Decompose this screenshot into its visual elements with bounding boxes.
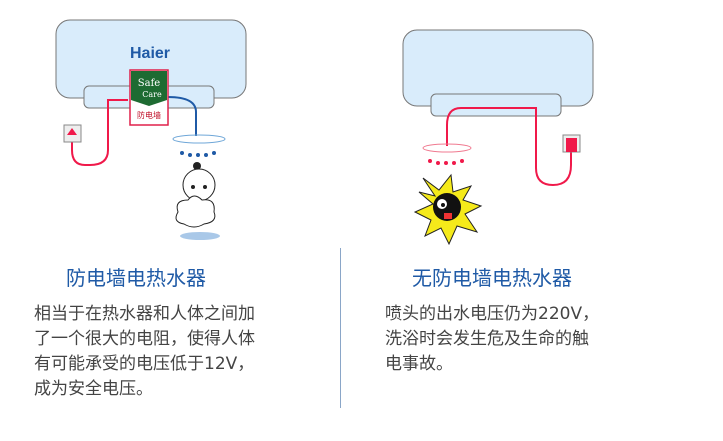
safe-water-pipe [167, 96, 197, 136]
water-drops-icon [428, 159, 464, 165]
svg-text:Safe: Safe [138, 78, 161, 89]
right-description-line: 喷头的出水电压仍为220V， [385, 304, 600, 324]
live-wire [71, 99, 128, 166]
right-description-line: 电事故。 [385, 354, 453, 374]
right-description: 喷头的出水电压仍为220V， 洗浴时会发生危及生命的触 电事故。 [385, 302, 599, 377]
safe-care-badge-icon: Safe Care 防电墙 [129, 69, 169, 126]
unsafe-heater-illustration [402, 29, 594, 246]
live-wire [446, 107, 572, 187]
water-drops-icon [180, 151, 216, 157]
left-description-line: 了一个很大的电阻，使得人体 [34, 329, 255, 349]
arrow-up-icon [67, 128, 77, 135]
right-description-line: 洗浴时会发生危及生命的触 [385, 329, 589, 349]
left-description-line: 相当于在热水器和人体之间加 [34, 304, 255, 324]
heater-base [430, 93, 562, 117]
brand-logo: Haier [130, 45, 170, 62]
shower-head-icon [422, 143, 472, 153]
left-description: 相当于在热水器和人体之间加 了一个很大的电阻，使得人体 有可能承受的电压低于12… [34, 302, 255, 402]
shower-head-icon [172, 134, 226, 144]
without-electric-wall-panel: 无防电墙电热水器 喷头的出水电压仍为220V， 洗浴时会发生危及生命的触 电事故… [341, 0, 723, 441]
divider [340, 248, 341, 408]
happy-child-icon [175, 162, 220, 240]
right-title: 无防电墙电热水器 [412, 266, 572, 290]
left-description-line: 有可能承受的电压低于12V， [34, 354, 255, 374]
svg-text:Care: Care [142, 90, 162, 99]
electrocuted-person-icon [413, 173, 483, 246]
left-title: 防电墙电热水器 [66, 266, 206, 290]
with-electric-wall-panel: Haier Safe Care 防电墙 防电墙电热水器 相当于在热水器和人体之间… [0, 0, 340, 441]
plug-icon [566, 138, 577, 152]
svg-text:防电墙: 防电墙 [137, 110, 161, 120]
left-description-line: 成为安全电压。 [34, 379, 153, 399]
safe-heater-illustration: Haier Safe Care 防电墙 [55, 19, 247, 240]
